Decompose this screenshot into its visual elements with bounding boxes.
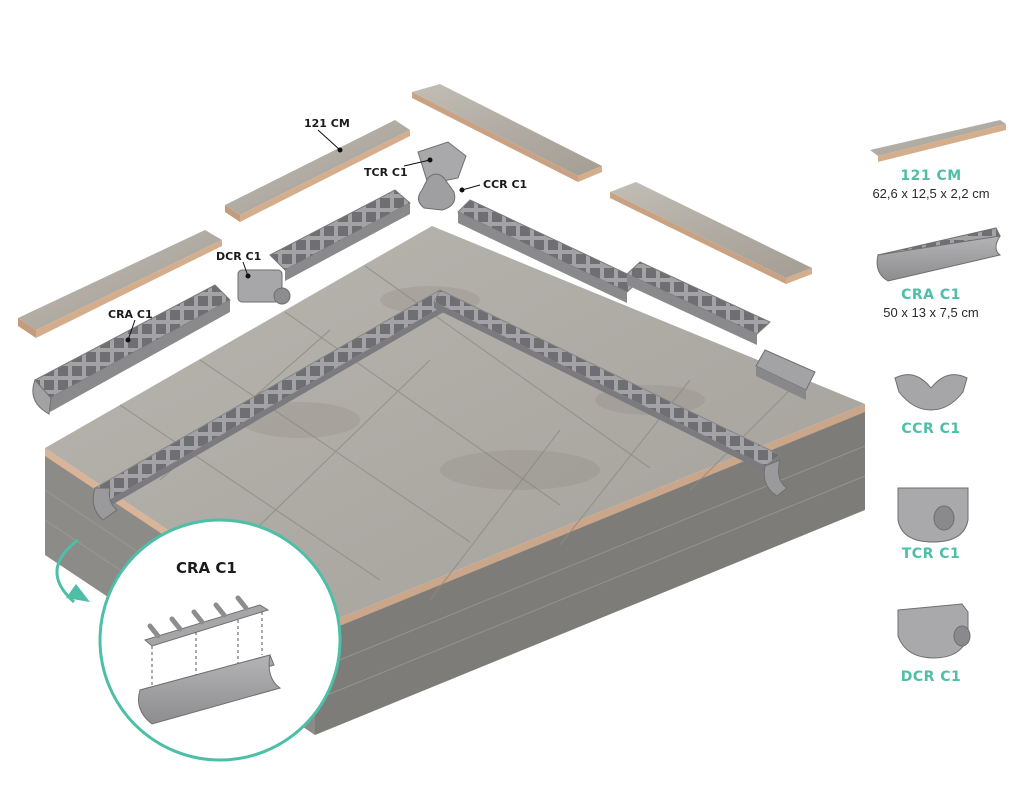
legend-dims: 50 x 13 x 7,5 cm: [883, 305, 979, 320]
callout-leaders: [125, 129, 481, 343]
legend-item-channel: CRA C1 50 x 13 x 7,5 cm: [856, 287, 1006, 320]
tile-3: [412, 84, 602, 182]
ccr-corner-part: [418, 173, 456, 211]
legend-name: DCR C1: [900, 669, 962, 685]
legend-icon-tcr: [897, 487, 969, 543]
legend-name: CCR C1: [901, 421, 961, 437]
installed-channel-run: [92, 289, 788, 521]
legend-name: 121 CM: [900, 168, 962, 184]
legend-dims: 62,6 x 12,5 x 2,2 cm: [872, 186, 990, 201]
callout-cra: CRA C1: [108, 308, 153, 321]
tile-4: [610, 182, 812, 284]
exploded-channel-left-run: [32, 189, 411, 415]
legend-item-tcr: TCR C1: [856, 546, 1006, 562]
tile-2: [225, 120, 410, 222]
detail-title: CRA C1: [176, 559, 237, 577]
legend-name: TCR C1: [901, 546, 961, 562]
legend-icon-dcr: [897, 603, 971, 659]
callout-tcr: TCR C1: [364, 166, 408, 179]
callout-dcr: DCR C1: [216, 250, 261, 263]
legend-icon-channel: [876, 227, 1002, 282]
detail-zoom: CRA C1: [55, 518, 342, 762]
detail-grate: [143, 595, 270, 647]
zoom-arrow: [55, 538, 79, 604]
corner-assembly: [417, 141, 467, 211]
end-cap-part: [755, 349, 816, 400]
slab-right-face: [315, 408, 865, 735]
exploded-channel-right-run: [457, 199, 816, 400]
detail-circle: [98, 518, 342, 762]
tcr-cap-part: [417, 141, 467, 185]
legend-item-dcr: DCR C1: [856, 669, 1006, 685]
legend-icon-tile: [870, 120, 1006, 162]
legend-item-tile: 121 CM 62,6 x 12,5 x 2,2 cm: [856, 168, 1006, 201]
legend-item-corner: CCR C1: [856, 421, 1006, 437]
callout-ccr: CCR C1: [483, 178, 527, 191]
legend-icon-corner: [894, 374, 968, 411]
detail-channel: [138, 654, 282, 725]
legend-name: CRA C1: [901, 287, 961, 303]
tile-1: [18, 230, 222, 338]
loose-tiles: [18, 84, 812, 338]
callout-tile: 121 CM: [304, 117, 350, 130]
